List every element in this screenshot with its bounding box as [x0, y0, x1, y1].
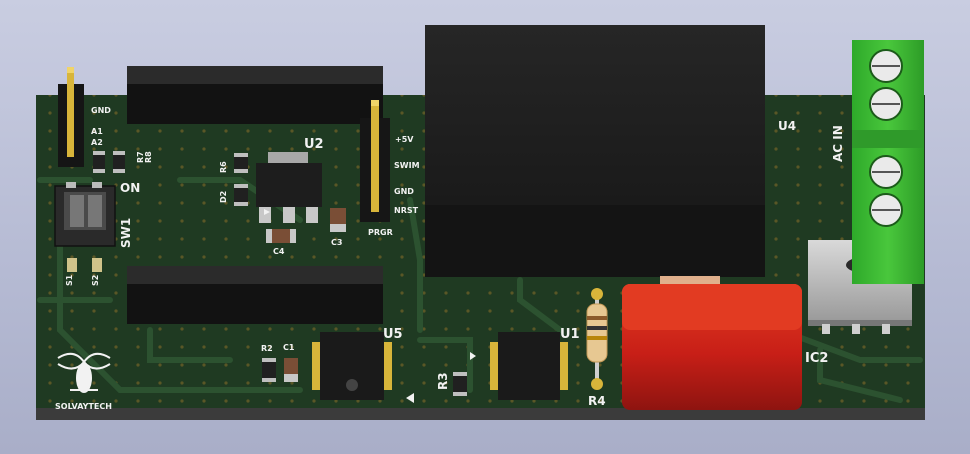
pin-header-programming — [360, 100, 390, 222]
ic-u5 — [312, 332, 392, 400]
smd-resistor-r7 — [93, 151, 105, 173]
label-r2: R2 — [261, 344, 273, 353]
label-gnd-j1: GND — [91, 106, 111, 115]
relay-k1 — [425, 25, 765, 277]
pin1-marker-u1 — [470, 352, 476, 360]
capacitor-c3 — [330, 208, 346, 232]
label-s1: S1 — [65, 274, 74, 286]
label-s2: S2 — [91, 274, 100, 286]
label-r6: R6 — [219, 161, 228, 173]
smd-resistor-r2 — [262, 358, 276, 382]
ic-u1 — [490, 332, 568, 400]
label-d2: D2 — [219, 190, 228, 203]
label-5v: +5V — [395, 135, 414, 144]
label-c4: C4 — [273, 247, 285, 256]
label-on: ON — [120, 181, 141, 195]
smd-resistor-r8 — [113, 151, 125, 173]
slide-switch-sw1 — [54, 182, 116, 272]
female-header-top — [127, 66, 383, 124]
label-a1: A1 — [91, 127, 103, 136]
regulator-u2 — [256, 152, 322, 223]
label-u4: U4 — [778, 119, 797, 133]
label-a2: A2 — [91, 138, 103, 147]
label-prgr: PRGR — [368, 228, 393, 237]
terminal-block-ac-in — [852, 40, 924, 284]
label-r4: R4 — [588, 394, 606, 408]
solvaytech-logo — [57, 352, 111, 393]
label-u1: U1 — [560, 327, 580, 342]
pin1-marker-u2 — [264, 209, 270, 215]
label-u2: U2 — [304, 137, 324, 152]
pin-header-j1 — [58, 67, 84, 167]
capacitor-c1 — [284, 358, 298, 382]
label-sw1: SW1 — [119, 217, 133, 248]
label-c3: C3 — [331, 238, 343, 247]
female-header-bottom — [127, 266, 383, 324]
label-ic2: IC2 — [805, 351, 829, 366]
label-u5: U5 — [383, 327, 403, 342]
axial-resistor-r4 — [586, 288, 608, 390]
label-nrst: NRST — [394, 206, 419, 215]
label-ac-in: AC IN — [831, 125, 845, 162]
label-c1: C1 — [283, 343, 295, 352]
label-gnd-prog: GND — [394, 187, 414, 196]
pin1-marker-u5 — [406, 393, 414, 403]
led-d2 — [234, 184, 248, 206]
label-swim: SWIM — [394, 161, 420, 170]
smd-resistor-r6 — [234, 153, 248, 173]
label-r3: R3 — [436, 372, 450, 390]
capacitor-c4 — [266, 229, 296, 243]
smd-resistor-r3 — [453, 372, 467, 396]
label-r8: R8 — [144, 151, 153, 163]
film-capacitor — [622, 276, 802, 410]
logo-text: SOLVAYTECH — [55, 402, 112, 411]
